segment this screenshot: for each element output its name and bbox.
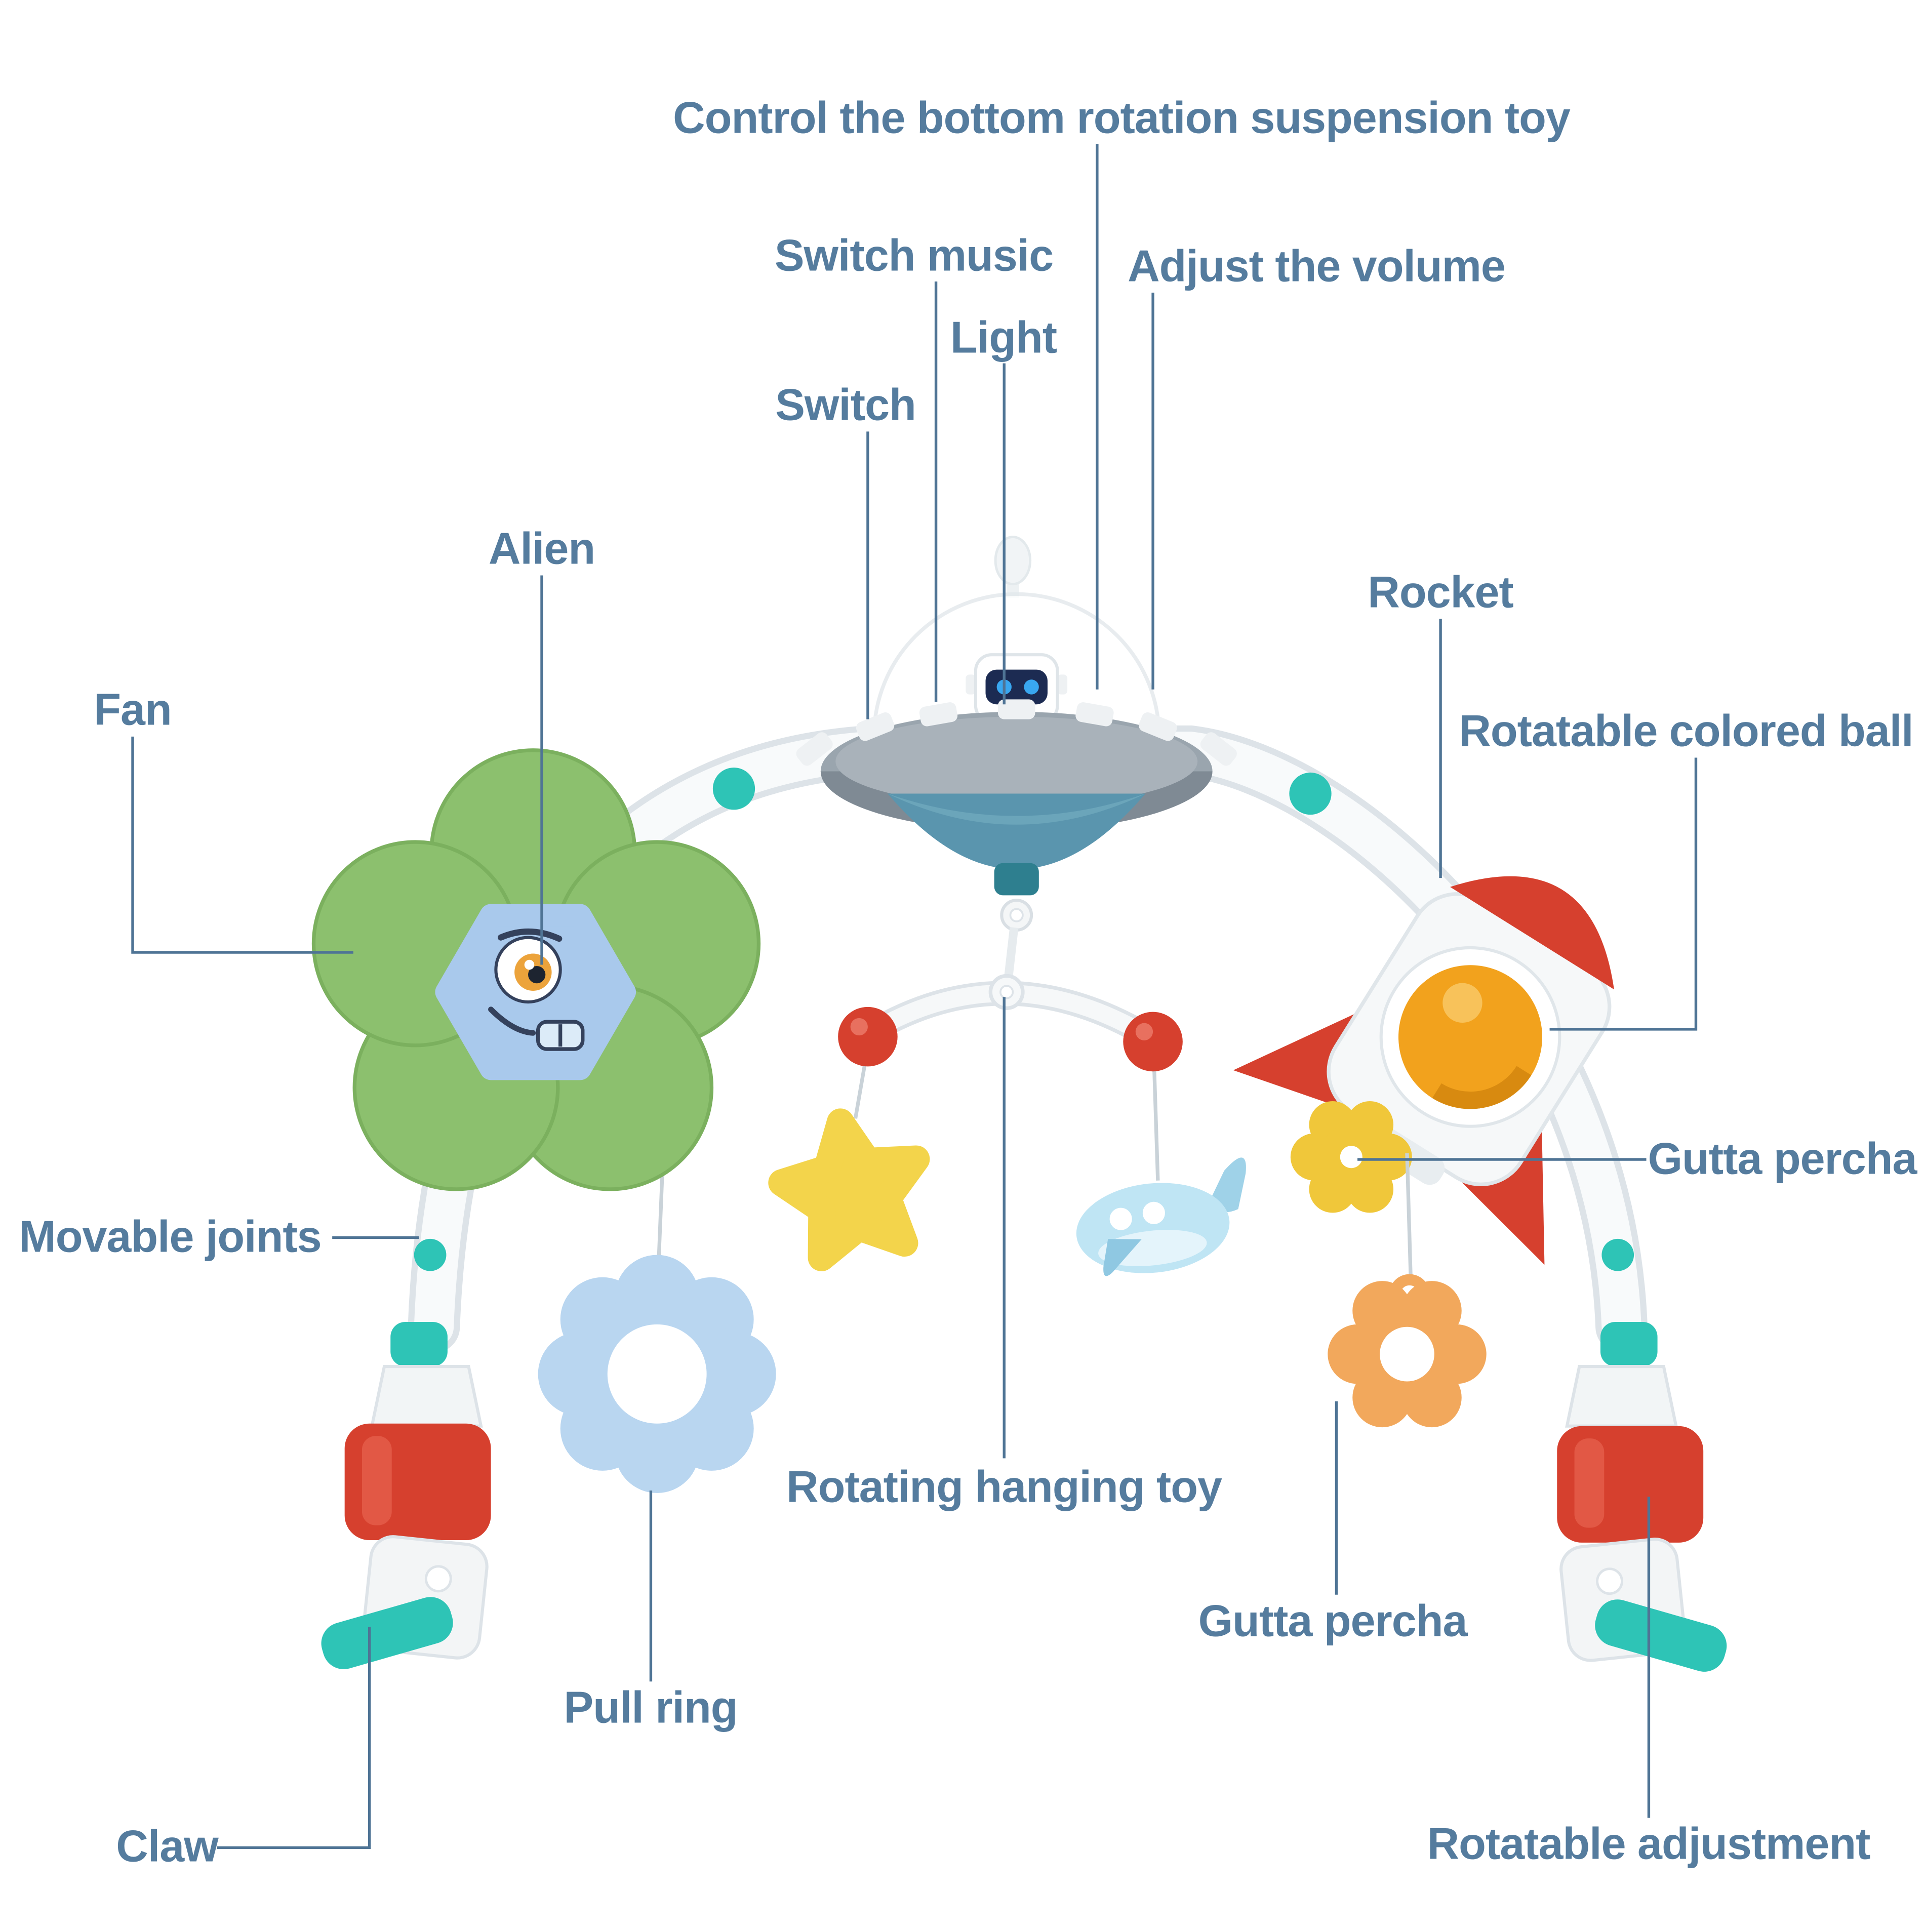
movable-joint-left-icon [414,1238,447,1271]
red-ball-right [1123,1012,1183,1072]
plane-toy-icon [1076,1157,1246,1276]
label-gutta-percha-bottom: Gutta percha [1198,1595,1468,1646]
label-rocket: Rocket [1368,567,1513,617]
fan-flower [311,748,761,1191]
star-toy-icon [768,1108,930,1271]
label-light: Light [950,312,1057,363]
label-alien: Alien [488,523,595,574]
right-leg [1557,1238,1727,1672]
rotatable-colored-ball-icon [1398,965,1543,1109]
label-rotatable-colored-ball: Rotatable colored ball [1459,705,1913,756]
label-gutta-percha-right: Gutta percha [1648,1133,1917,1184]
label-switch-music: Switch music [774,230,1054,280]
label-adjust-volume: Adjust the volume [1128,240,1506,291]
line-fan [131,736,353,954]
red-ball-left [838,1007,898,1067]
ufo-stem [994,863,1039,896]
line-claw [217,1627,371,1849]
leader-lines [131,144,1698,1849]
gutta-percha-yellow [1290,1101,1412,1213]
line-rotatable-colored-ball [1549,757,1698,1031]
alien-face [435,904,636,1080]
arch-joint-right-icon [1289,772,1332,815]
left-leg [321,1238,491,1669]
robot-eye-right [1024,679,1039,695]
gutta-percha-orange [1328,1281,1487,1428]
rocket-toy [1233,876,1614,1265]
pull-ring-toy [538,1255,776,1493]
right-joint-knob [1600,1321,1658,1367]
rocket-nose [1450,876,1614,990]
label-rotatable-adjustment: Rotatable adjustment [1427,1818,1871,1869]
movable-joint-right-icon [1601,1238,1634,1271]
ufo-body [796,536,1237,932]
label-switch: Switch [775,379,916,430]
ufo-rim-buttons [796,699,1237,766]
label-claw: Claw [116,1821,218,1871]
ufo-bowl [888,793,1146,869]
label-control: Control the bottom rotation suspension t… [673,92,1571,143]
rotating-hanging-mobile [768,927,1246,1276]
rocket-fin-right [1458,1129,1545,1265]
label-pull-ring: Pull ring [564,1682,738,1733]
left-claw-pad [321,1597,453,1669]
left-joint-knob [390,1321,448,1367]
right-claw-pad [1595,1599,1727,1672]
label-movable-joints: Movable joints [19,1211,322,1262]
rocket-fin-left [1233,1013,1357,1110]
label-fan: Fan [94,684,172,735]
arch-joint-left-icon [712,768,755,810]
label-rotating-hanging-toy: Rotating hanging toy [786,1461,1222,1512]
ufo-antenna-icon [994,536,1032,586]
